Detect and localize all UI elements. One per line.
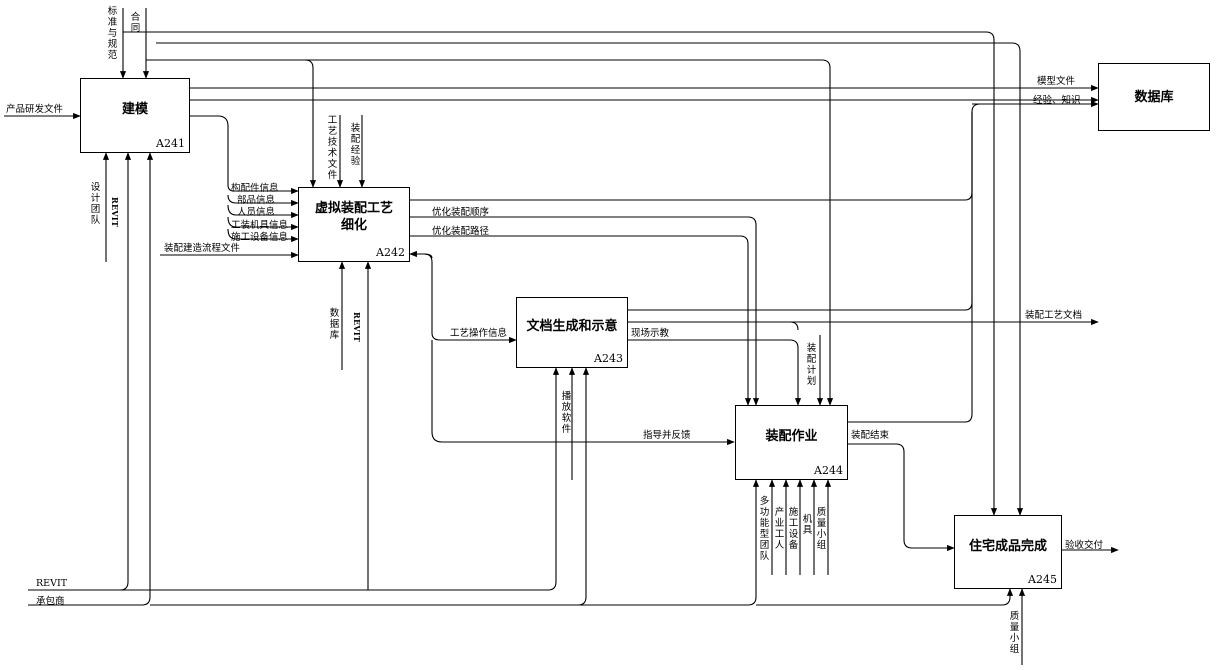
label-assembly-plan: 装配计划 xyxy=(806,343,817,387)
label-site-demo: 现场示教 xyxy=(631,328,670,339)
label-tooling-info: 工装机具信息 xyxy=(231,220,289,231)
label-assembly-doc: 装配工艺文档 xyxy=(1025,310,1083,321)
label-process-doc: 工艺技术文件 xyxy=(327,115,338,181)
box-a245-title: 住宅成品完成 xyxy=(968,539,1047,554)
label-multi-team: 多功能型团队 xyxy=(759,496,770,562)
label-opt-path: 优化装配路径 xyxy=(432,226,490,237)
label-revit-bottom: REVIT xyxy=(36,578,68,589)
label-acceptance: 验收交付 xyxy=(1065,540,1104,551)
label-equipment: 施工设备 xyxy=(788,507,799,551)
label-design-team: 设计团队 xyxy=(90,182,101,226)
label-qa-team-2: 质量小组 xyxy=(1009,611,1020,655)
box-a241-title: 建模 xyxy=(121,102,148,117)
box-a242-code: A242 xyxy=(376,246,405,259)
label-database-mech: 数据库 xyxy=(329,308,340,341)
label-contractor: 承包商 xyxy=(36,596,65,607)
label-model-file: 模型文件 xyxy=(1037,76,1076,87)
box-a241-code: A241 xyxy=(156,137,185,150)
box-a242-virtual-assembly[interactable]: 虚拟装配工艺 细化 A242 xyxy=(298,187,410,262)
box-a243-code: A243 xyxy=(594,352,623,365)
box-a244-title: 装配作业 xyxy=(765,429,818,444)
label-revit-a241: REVIT xyxy=(110,197,120,228)
label-flow-doc: 装配建造流程文件 xyxy=(164,243,241,254)
label-revit-a242: REVIT xyxy=(352,312,362,343)
label-assembly-end: 装配结束 xyxy=(851,430,890,441)
label-staff-info: 人员信息 xyxy=(237,207,276,218)
box-a245-house-complete[interactable]: 住宅成品完成 A245 xyxy=(954,515,1062,589)
label-opt-order: 优化装配顺序 xyxy=(432,207,490,218)
label-workers: 产业工人 xyxy=(774,507,785,551)
box-a241-modeling[interactable]: 建模 A241 xyxy=(80,78,190,153)
label-guide: 指导并反馈 xyxy=(643,430,691,441)
label-equipment-info: 施工设备信息 xyxy=(231,232,289,243)
label-machinery: 机具 xyxy=(802,514,813,536)
label-op-info: 工艺操作信息 xyxy=(450,328,508,339)
box-a244-code: A244 xyxy=(814,464,843,477)
box-database-title: 数据库 xyxy=(1134,90,1174,105)
box-database[interactable]: 数据库 xyxy=(1098,63,1210,131)
label-experience: 经验、知识 xyxy=(1033,95,1081,106)
box-a243-title: 文档生成和示意 xyxy=(526,319,618,334)
box-a243-doc-generation[interactable]: 文档生成和示意 A243 xyxy=(516,297,628,368)
box-a242-title-line2: 细化 xyxy=(340,218,367,233)
box-a245-code: A245 xyxy=(1028,573,1057,586)
label-qa-team: 质量小组 xyxy=(816,507,827,551)
label-product-doc: 产品研发文件 xyxy=(6,104,64,115)
label-assembly-exp: 装配经验 xyxy=(350,123,361,167)
label-component-info: 构配件信息 xyxy=(231,183,279,194)
label-contract: 合同 xyxy=(130,12,141,34)
label-part-info: 部品信息 xyxy=(237,195,276,206)
box-a242-title-line1: 虚拟装配工艺 xyxy=(314,201,393,216)
label-standards: 标准与规范 xyxy=(107,6,118,61)
label-player: 播放软件 xyxy=(561,391,572,435)
box-a244-assembly-work[interactable]: 装配作业 A244 xyxy=(735,405,848,480)
